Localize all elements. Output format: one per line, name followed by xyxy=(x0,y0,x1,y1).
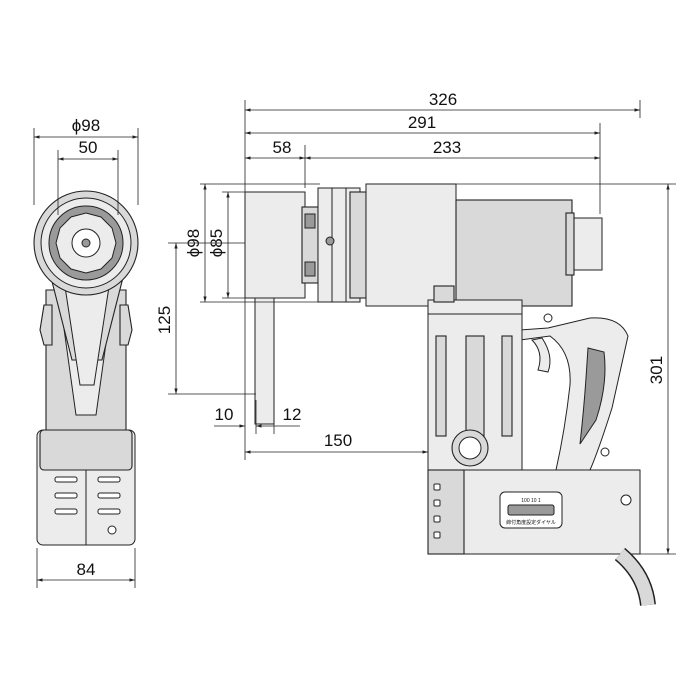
lower-vent-slots xyxy=(433,483,441,539)
rear-cap-band xyxy=(565,212,575,276)
collar-tooth-upper xyxy=(304,213,316,229)
front-vent-slots xyxy=(54,476,121,535)
dim-length-291: 291 xyxy=(408,113,436,132)
front-right-tab xyxy=(119,304,133,346)
dial-caption: 締付角度設定ダイヤル xyxy=(506,519,556,526)
socket-head xyxy=(244,191,306,299)
lower-box-front xyxy=(427,469,465,555)
motor-rear xyxy=(455,199,573,307)
dim-head-58: 58 xyxy=(273,138,292,157)
front-socket-pin xyxy=(81,238,91,248)
column-rib-left xyxy=(435,335,447,437)
dial-scale-label: 100 10 1 xyxy=(521,498,541,504)
front-dimensions: ϕ98 50 84 xyxy=(33,116,139,588)
handle-screw-top xyxy=(543,313,553,323)
column-rib-center xyxy=(465,335,485,437)
gear-ring xyxy=(349,191,367,299)
dim-body-233: 233 xyxy=(433,138,461,157)
housing-screw xyxy=(325,236,335,246)
column-rib-right xyxy=(501,335,513,437)
side-dimensions: 326 291 58 233 ϕ98 ϕ85 125 10 12 150 xyxy=(155,90,676,555)
dim-front-50: 50 xyxy=(79,138,98,157)
dim-arm-10: 10 xyxy=(215,405,234,424)
handle-screw-bottom xyxy=(600,447,610,457)
front-left-tab xyxy=(39,304,53,346)
front-view xyxy=(33,190,139,546)
side-view: 100 10 1 締付角度設定ダイヤル xyxy=(244,183,656,607)
dial-window[interactable] xyxy=(507,504,555,516)
dim-offset-150: 150 xyxy=(324,431,352,450)
handle-grip xyxy=(579,347,606,445)
dim-height-301: 301 xyxy=(647,356,666,384)
power-cord xyxy=(615,549,655,606)
lower-box-screw xyxy=(620,494,632,506)
front-lower-band xyxy=(39,429,133,471)
dim-height-125: 125 xyxy=(155,306,174,334)
hanger-ring-hole xyxy=(458,436,482,460)
collar-tooth-lower xyxy=(304,261,316,277)
dim-front-84: 84 xyxy=(77,560,96,579)
dim-front-phi98: ϕ98 xyxy=(72,116,100,135)
handle-outline xyxy=(519,306,629,471)
column-neck xyxy=(433,285,455,303)
dim-overall-326: 326 xyxy=(429,90,457,109)
trigger xyxy=(530,337,551,373)
dim-arm-12: 12 xyxy=(283,405,302,424)
